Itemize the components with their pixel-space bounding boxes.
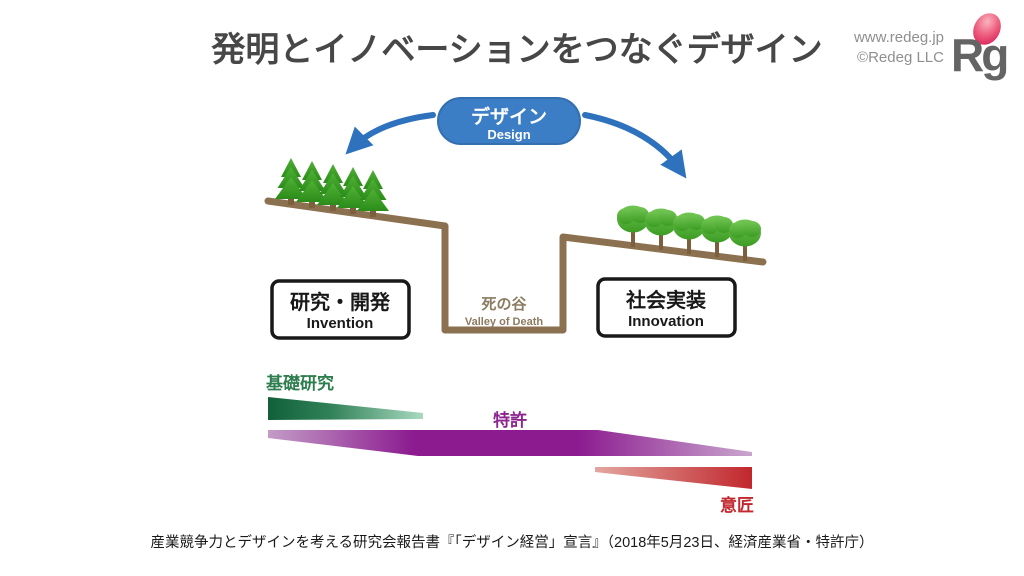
broadleaf-tree-icon <box>617 205 649 247</box>
patent-bar <box>268 430 752 456</box>
patent-label: 特許 <box>493 410 527 430</box>
invention-label-jp: 研究・開発 <box>290 290 391 314</box>
broadleaf-tree-icon <box>673 212 705 254</box>
basic-research-label: 基礎研究 <box>265 373 334 393</box>
invention-box: 研究・開発 Invention <box>270 279 411 340</box>
design-node: デザイン Design <box>437 97 581 145</box>
caption: 産業競争力とデザインを考える研究会報告書『「デザイン経営」宣言』（2018年5月… <box>150 533 873 551</box>
valley-terrain <box>264 197 767 334</box>
invention-label-en: Invention <box>307 315 374 332</box>
valley-label-jp: 死の谷 <box>481 296 527 313</box>
broadleaf-tree-icon <box>729 219 761 261</box>
arrow-right-icon <box>582 112 687 179</box>
broadleaf-tree-icon <box>701 215 733 257</box>
valley-label-en: Valley of Death <box>465 316 544 328</box>
innovation-label-en: Innovation <box>628 313 704 330</box>
arrow-left-icon <box>345 112 436 155</box>
innovation-box: 社会実装 Innovation <box>596 277 737 338</box>
egg-icon <box>973 13 1001 45</box>
design-rights-bar <box>595 467 752 489</box>
innovation-label-jp: 社会実装 <box>625 288 706 312</box>
broadleaf-tree-icon <box>645 208 677 250</box>
page-title: 発明とイノベーションをつなぐデザイン <box>211 30 822 69</box>
brand-copyright: ©Redeg LLC <box>857 49 944 66</box>
design-label-jp: デザイン <box>471 105 547 128</box>
basic-research-bar <box>268 397 423 420</box>
design-rights-label: 意匠 <box>720 495 754 515</box>
design-label-en: Design <box>487 127 530 142</box>
brand-url: www.redeg.jp <box>853 29 944 46</box>
brand-logo-text: Rg <box>951 29 1007 81</box>
